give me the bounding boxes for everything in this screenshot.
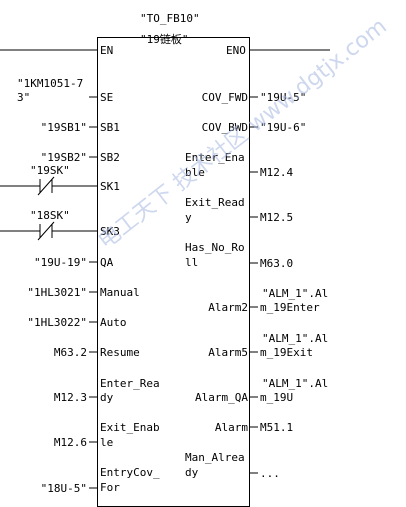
pin-man-already: Man_Alrea (185, 451, 245, 464)
output-value: "19U-5" (260, 91, 307, 104)
output-value: m_19Enter (260, 301, 320, 314)
output-value: "ALM_1".Al (262, 377, 329, 390)
output-value: "19U-6" (260, 121, 307, 134)
input-value: M12.6 (53, 436, 87, 449)
output-value: "ALM_1".Al (262, 332, 329, 345)
db-name: "TO_FB10" (140, 12, 200, 25)
pin-has-no-roll-cont: ll (185, 256, 199, 269)
pin-entrycov-for-cont: For (100, 481, 120, 494)
input-value: "1HL3021" (27, 286, 87, 299)
function-block[interactable] (97, 37, 250, 507)
pin-exit-ready: Exit_Read (185, 196, 245, 209)
contact-label: "18SK" (30, 209, 70, 222)
pin-enter-enable: Enter_Ena (185, 151, 245, 164)
pin-auto: Auto (100, 316, 127, 329)
pin-sk1: SK1 (100, 180, 120, 193)
input-value: M63.2 (53, 346, 87, 359)
pin-entrycov-for: EntryCov_ (100, 466, 160, 479)
contact-label: "19SK" (30, 164, 70, 177)
input-value: "1KM1051-7 (17, 77, 84, 90)
pin-alarm: Alarm (214, 421, 248, 434)
pin-man-already-cont: dy (185, 466, 199, 479)
output-value: M12.4 (260, 166, 294, 179)
pin-cov-fwd: COV_FWD (201, 91, 248, 104)
pin-sk3: SK3 (100, 225, 120, 238)
output-value: M51.1 (260, 421, 294, 434)
input-value: "19U-19" (34, 256, 87, 269)
eno-pin: ENO (226, 44, 246, 57)
pin-se: SE (100, 91, 114, 104)
pin-alarm5: Alarm5 (208, 346, 248, 359)
pin-alarm-qa: Alarm_QA (195, 391, 248, 404)
output-value: m_19U (260, 391, 294, 404)
output-value: "ALM_1".Al (262, 287, 329, 300)
input-value: "19SB2" (40, 151, 87, 164)
pin-enter-enable-cont: ble (185, 166, 205, 179)
output-value: M63.0 (260, 257, 294, 270)
input-value: M12.3 (53, 391, 87, 404)
pin-exit-enable: Exit_Enab (100, 421, 160, 434)
output-value: ... (260, 467, 280, 480)
pin-alarm2: Alarm2 (208, 301, 248, 314)
input-value: "18U-5" (40, 482, 87, 495)
pin-enter-ready-cont: dy (100, 391, 114, 404)
input-value: "19SB1" (40, 121, 87, 134)
pin-cov-bwd: COV_BWD (201, 121, 248, 134)
pin-sb1: SB1 (100, 121, 120, 134)
pin-qa: QA (100, 256, 114, 269)
output-value: M12.5 (260, 211, 294, 224)
pin-exit-ready-cont: y (185, 211, 192, 224)
pin-has-no-roll: Has_No_Ro (185, 241, 245, 254)
pin-sb2: SB2 (100, 151, 120, 164)
pin-enter-ready: Enter_Rea (100, 377, 160, 390)
instance-name: "19链板" (140, 33, 189, 46)
pin-exit-enable-cont: le (100, 436, 114, 449)
en-pin: EN (100, 44, 114, 57)
pin-resume: Resume (100, 346, 140, 359)
input-value: "1HL3022" (27, 316, 87, 329)
input-value: 3" (17, 91, 31, 104)
pin-manual: Manual (100, 286, 140, 299)
output-value: m_19Exit (260, 346, 313, 359)
